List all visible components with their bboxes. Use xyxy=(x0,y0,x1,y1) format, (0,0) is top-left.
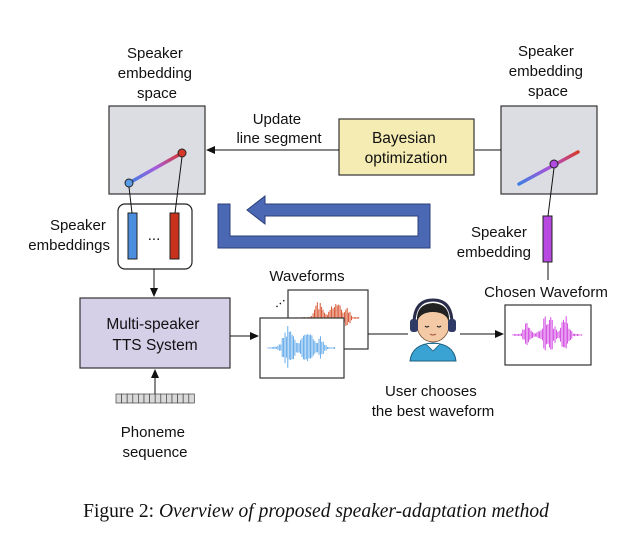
right-embedding-space: Speaker embedding space xyxy=(500,43,598,195)
phoneme-label: Phoneme sequence xyxy=(121,424,189,461)
left-line-segment xyxy=(127,151,184,185)
speaker-embeddings-label: Speaker embeddings xyxy=(28,217,110,254)
left-red-endpoint xyxy=(177,148,187,158)
purple-point-link xyxy=(547,167,555,217)
waveform-icon xyxy=(267,326,336,368)
speaker-embedding-label: Speaker embedding xyxy=(457,224,531,261)
right-space-panel xyxy=(500,105,598,195)
purple-embedding-bar xyxy=(542,215,553,263)
waveforms-ellipsis: … xyxy=(267,290,288,311)
right-space-label: Speaker embedding space xyxy=(509,43,587,100)
bayesian-box xyxy=(338,118,475,176)
phoneme-sequence-icon xyxy=(115,393,195,404)
blue-embedding-bar xyxy=(127,212,138,260)
left-space-label: Speaker embedding space xyxy=(118,45,196,102)
right-chosen-point xyxy=(549,159,559,169)
blue-point-link xyxy=(128,186,133,214)
waveforms-label: Waveforms xyxy=(269,268,344,285)
feedback-loop-arrow xyxy=(217,194,431,249)
left-space-panel xyxy=(108,105,206,195)
listener-icon xyxy=(409,298,457,362)
update-label: Update line segment xyxy=(236,111,322,147)
figure-caption: Figure 2: Overview of proposed speaker-a… xyxy=(83,501,549,522)
left-embedding-space: Speaker embedding space xyxy=(108,45,206,195)
tts-system-box xyxy=(79,297,231,369)
waveform-icon xyxy=(512,316,583,351)
embeddings-ellipsis: ... xyxy=(148,227,161,244)
right-line-segment xyxy=(517,150,580,186)
bayesian-label: Bayesian optimization xyxy=(365,130,448,167)
tts-label: Multi-speaker TTS System xyxy=(106,316,203,354)
red-embedding-bar xyxy=(169,212,180,260)
user-chooses-label: User chooses the best waveform xyxy=(372,383,495,420)
chosen-waveform-label: Chosen Waveform xyxy=(484,284,608,301)
bayesian-optimization-block: Bayesian optimization xyxy=(338,118,475,176)
caption-title: Overview of proposed speaker-adaptation … xyxy=(159,501,549,522)
red-point-link xyxy=(174,156,183,214)
caption-prefix: Figure 2: xyxy=(83,501,159,522)
left-blue-endpoint xyxy=(124,178,134,188)
